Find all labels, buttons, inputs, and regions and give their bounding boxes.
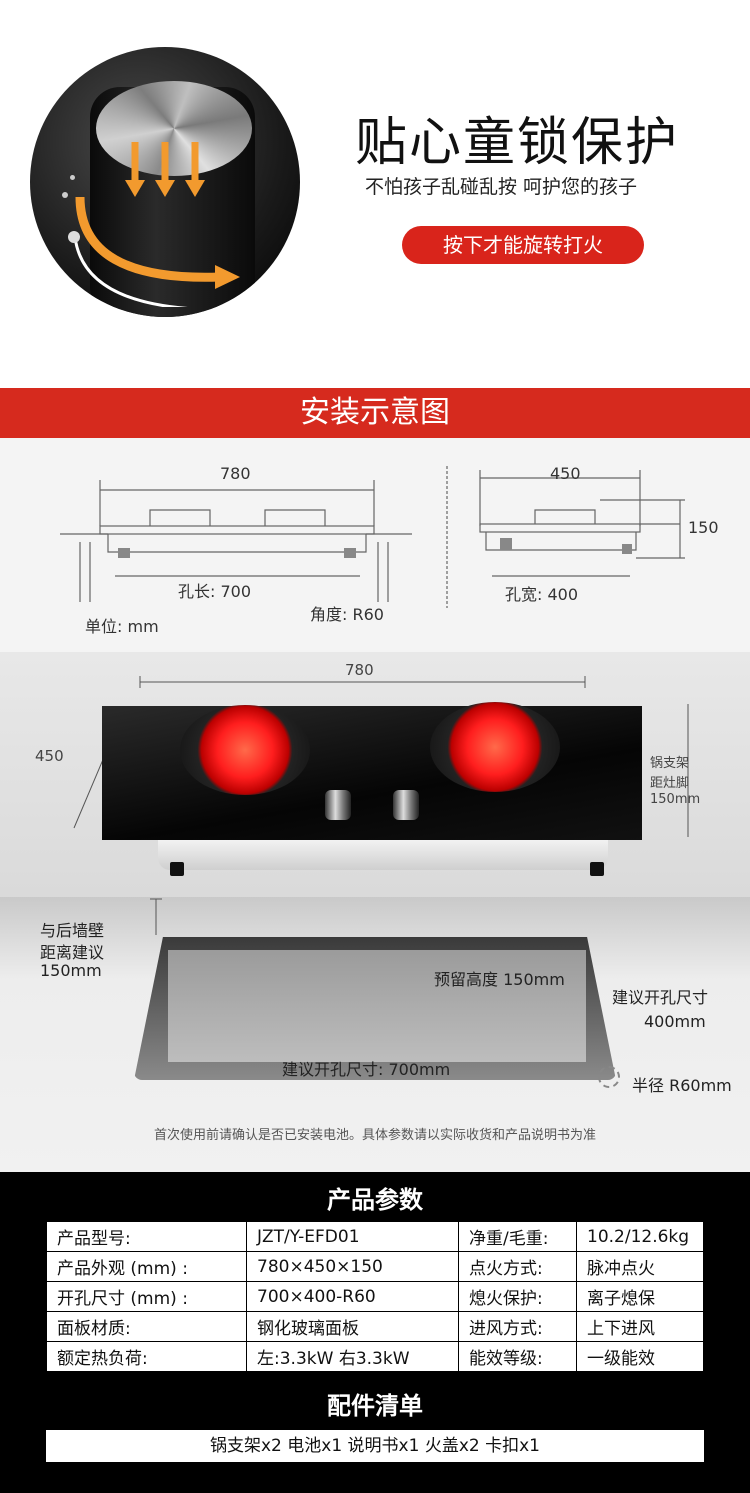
param-key: 产品外观 (mm) : [46,1251,247,1282]
param-value: 钢化玻璃面板 [246,1311,459,1342]
left-width-label: 780 [220,464,251,483]
param-key: 熄火保护: [458,1281,577,1312]
stove-foot [170,862,184,876]
param-value: JZT/Y-EFD01 [246,1221,459,1252]
left-stove-knob [325,790,351,820]
param-value: 离子熄保 [576,1281,704,1312]
right-width-label: 450 [550,464,581,483]
radius-label: 半径 R60mm [632,1076,732,1095]
table-row: 产品型号: JZT/Y-EFD01 净重/毛重: 10.2/12.6kg [46,1221,704,1252]
install-diagram [60,466,685,608]
photo-depth-label: 450 [35,747,64,765]
right-stove-knob [393,790,419,820]
radius-marker-icon [598,1066,620,1088]
unit-label: 单位: mm [85,617,159,636]
cutout-floor [168,950,586,1062]
rotate-arrow-icon [68,196,256,307]
install-header: 安装示意图 [0,388,750,438]
param-value: 700×400-R60 [246,1281,459,1312]
install-note: 首次使用前请确认是否已安装电池。具体参数请以实际收货和产品说明书为准 [153,1128,596,1143]
accessories-list: 锅支架x2 电池x1 说明书x1 火盖x2 卡扣x1 [46,1430,704,1462]
side-note-3: 150mm [650,792,701,807]
param-key: 净重/毛重: [458,1221,577,1252]
side-note-2: 距灶脚 [650,776,690,791]
press-arrows-icon [125,142,205,197]
photo-width-label: 780 [345,661,374,679]
lock-subtitle: 不怕孩子乱碰乱按 呵护您的孩子 [365,176,638,198]
left-burner [180,705,310,795]
side-note-1: 锅支架 [650,756,690,771]
wall-note-3: 150mm [40,961,102,980]
stove-foot [590,862,604,876]
angle-label: 角度: R60 [310,605,384,624]
knob-top [96,81,252,176]
right-hole-label: 孔宽: 400 [505,585,579,604]
right-height-label: 150 [688,518,719,537]
params-title: 产品参数 [327,1186,423,1214]
param-value: 上下进风 [576,1311,704,1342]
param-key: 产品型号: [46,1221,247,1252]
table-row: 额定热负荷: 左:3.3kW 右3.3kW 能效等级: 一级能效 [46,1341,704,1372]
param-key: 进风方式: [458,1311,577,1342]
wall-note-2: 距离建议 [40,943,105,962]
param-value: 一级能效 [576,1341,704,1372]
reserve-height-label: 预留高度 150mm [434,970,565,989]
install-diagram-section: 780 孔长: 700 单位: mm 角度: R60 450 150 孔宽: 4… [0,438,750,652]
wall-note-1: 与后墙壁 [40,921,105,940]
left-hole-label: 孔长: 700 [178,582,252,601]
param-value: 脉冲点火 [576,1251,704,1282]
accessories-title: 配件清单 [327,1392,423,1420]
knob-closeup-image [30,47,300,317]
param-key: 面板材质: [46,1311,247,1342]
param-value: 左:3.3kW 右3.3kW [246,1341,459,1372]
lock-pill-badge: 按下才能旋转打火 [402,226,644,264]
stove-glass-panel [102,706,642,840]
table-row: 产品外观 (mm) : 780×450×150 点火方式: 脉冲点火 [46,1251,704,1282]
lock-title: 贴心童锁保护 [355,113,680,173]
table-row: 开孔尺寸 (mm) : 700×400-R60 熄火保护: 离子熄保 [46,1281,704,1312]
child-lock-section: 贴心童锁保护 不怕孩子乱碰乱按 呵护您的孩子 按下才能旋转打火 [0,0,750,388]
param-key: 开孔尺寸 (mm) : [46,1281,247,1312]
side-size-value: 400mm [644,1012,706,1031]
param-key: 额定热负荷: [46,1341,247,1372]
right-burner [430,702,560,792]
param-key: 点火方式: [458,1251,577,1282]
bottom-size-label: 建议开孔尺寸: 700mm [282,1060,451,1079]
table-row: 面板材质: 钢化玻璃面板 进风方式: 上下进风 [46,1311,704,1342]
side-size-label: 建议开孔尺寸 [612,988,709,1007]
stove-tray [158,840,608,870]
params-table: 产品型号: JZT/Y-EFD01 净重/毛重: 10.2/12.6kg 产品外… [46,1221,704,1372]
indicator-dot [70,175,75,180]
param-value: 780×450×150 [246,1251,459,1282]
param-value: 10.2/12.6kg [576,1221,704,1252]
param-key: 能效等级: [458,1341,577,1372]
wall-distance-marker [150,898,162,935]
indicator-dot [62,192,68,198]
